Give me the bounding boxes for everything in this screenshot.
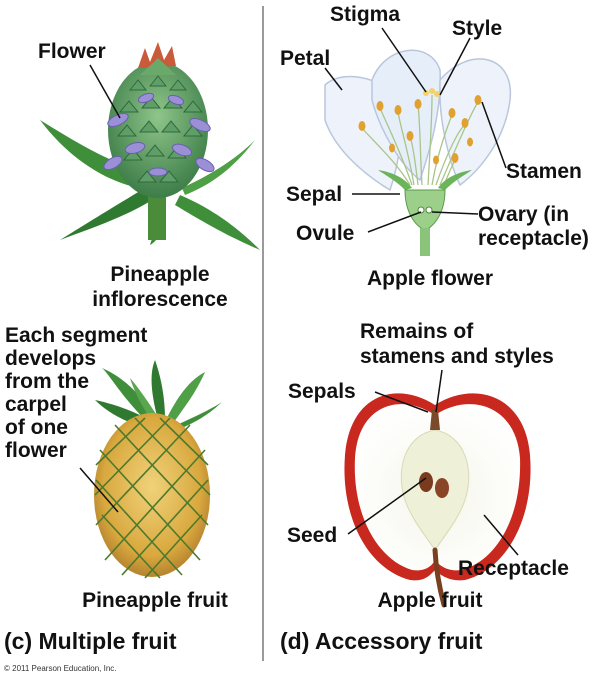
section-heading-accessory-fruit: (d) Accessory fruit [280,628,483,654]
sepal-label: Sepal [286,183,343,206]
remains-label: Remains of stamens and styles [360,319,554,369]
section-heading-multiple-fruit: (c) Multiple fruit [4,628,177,654]
annotation-line: Each segment [5,324,148,347]
stamen-label: Stamen [506,160,582,183]
caption-line: inflorescence [92,288,228,311]
remains-label-line: stamens and styles [360,345,554,368]
receptacle-label: Receptacle [458,557,569,580]
sepals-label: Sepals [288,380,356,403]
annotation-line: from the [5,370,89,393]
apple-fruit-illustration [344,369,531,608]
caption-line: Pineapple [110,263,210,286]
pineapple-inflorescence-illustration [40,42,260,250]
pineapple-inflorescence-caption: Pineapple inflorescence [80,262,240,312]
annotation-line: of one [5,416,68,439]
seed-label: Seed [287,524,338,547]
apple-flower-illustration [324,27,511,256]
style-label: Style [452,17,503,40]
annotation-line: flower [5,439,67,462]
apple-flower-caption: Apple flower [366,267,493,290]
pineapple-fruit-caption: Pineapple fruit [82,589,228,612]
flower-label: Flower [38,40,106,63]
remains-label-line: Remains of [360,320,474,343]
ovary-label: Ovary (in receptacle) [478,203,589,251]
annotation-line: carpel [5,393,67,416]
apple-fruit-caption: Apple fruit [377,589,483,612]
petal-label: Petal [280,47,331,70]
copyright-notice: © 2011 Pearson Education, Inc. [4,664,117,673]
ovary-label-line: receptacle) [478,227,589,250]
ovule-label: Ovule [296,222,355,245]
ovary-label-line: Ovary (in [478,203,570,226]
panel-divider [262,6,264,661]
stigma-label: Stigma [330,3,401,26]
segment-annotation: Each segment develops from the carpel of… [5,324,147,462]
annotation-line: develops [5,347,97,370]
pineapple-fruit-illustration [79,360,222,579]
